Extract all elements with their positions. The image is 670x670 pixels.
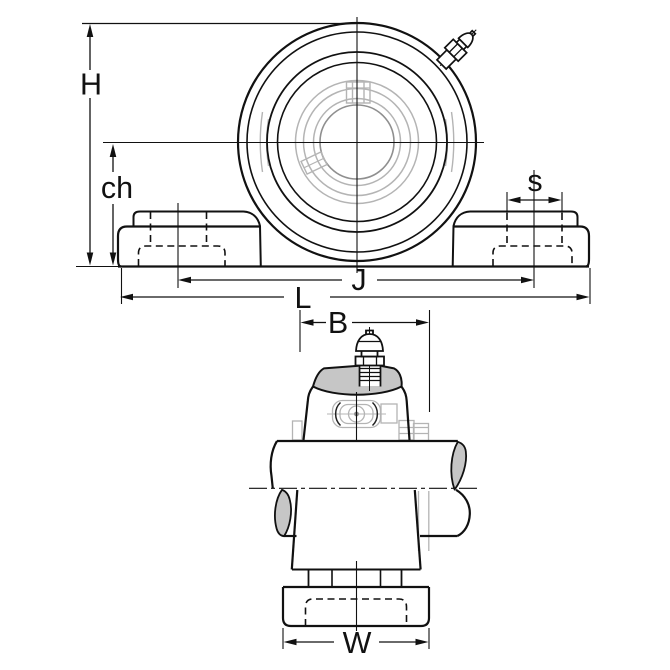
front-view-grease-fitting [435,29,477,71]
dimension-label-h: H [80,68,102,102]
side-view-housing-cap [312,364,403,396]
dimension-label-j: J [351,263,366,297]
dimension-label-ch: ch [101,171,133,205]
set-screw-top [345,81,371,104]
side-view: B [249,306,479,660]
dimension-base-length: L [120,268,591,315]
dimension-center-height: ch [101,144,133,266]
side-view-grease-fitting [354,327,385,391]
front-view: H ch s J [76,17,591,315]
dimension-label-b: B [328,306,348,340]
front-view-centerlines [103,17,535,288]
front-view-base [76,210,591,268]
side-view-shaft [249,439,479,538]
dimension-base-width: W [282,626,430,660]
shaft-break-upper [450,440,468,491]
dimension-bolt-spacing: J [178,263,534,297]
dimension-housing-width: B [299,306,431,412]
shaft-break-lower [274,488,292,538]
dimension-label-w: W [343,626,372,660]
dimension-label-s: s [527,164,542,198]
front-view-hidden-slots [137,212,573,266]
side-view-housing-sides [302,385,411,441]
dimension-overall-height: H [80,22,356,266]
dimension-label-l: L [295,281,312,315]
dimension-slot-width: s [506,164,563,214]
side-view-base [281,392,431,631]
front-view-housing [236,21,478,263]
set-screw-diagonal [300,151,328,175]
